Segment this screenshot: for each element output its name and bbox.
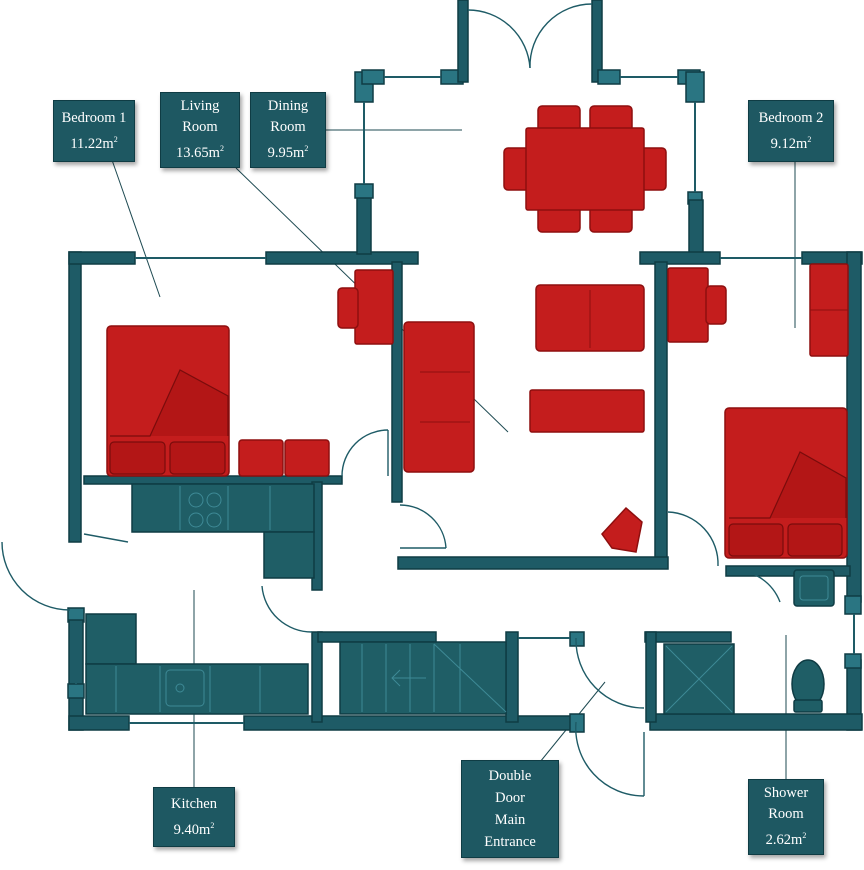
label-living-room-name: Living Room <box>180 98 220 136</box>
label-dining-room-area: 9.95m2 <box>267 144 309 161</box>
label-bedroom-2-name: Bedroom 2 <box>758 109 824 126</box>
label-kitchen: Kitchen 9.40m2 <box>153 787 235 847</box>
label-shower-room-area: 2.62m2 <box>765 831 807 848</box>
walls <box>67 0 863 733</box>
label-bedroom-1: Bedroom 1 11.22m2 <box>53 100 135 162</box>
label-main-entrance-name: Double Door Main Entrance <box>484 768 536 850</box>
label-bedroom-1-area: 11.22m2 <box>70 134 118 152</box>
label-kitchen-area: 9.40m2 <box>173 820 215 838</box>
dining-table-set <box>503 105 667 233</box>
shower-fixtures <box>663 569 835 715</box>
living-furniture <box>337 267 727 553</box>
label-main-entrance: Double Door Main Entrance <box>461 760 559 858</box>
label-shower-room: Shower Room 2.62m2 <box>748 779 824 855</box>
doors <box>1 3 781 797</box>
label-bedroom-2: Bedroom 2 9.12m2 <box>748 100 834 162</box>
label-dining-room: Dining Room 9.95m2 <box>250 92 326 168</box>
label-kitchen-name: Kitchen <box>171 795 217 812</box>
bedroom1-furniture <box>106 325 330 477</box>
label-living-room: Living Room 13.65m2 <box>160 92 240 168</box>
label-shower-room-name: Shower Room <box>763 785 809 823</box>
windows <box>75 76 855 724</box>
label-dining-room-name: Dining Room <box>267 98 309 136</box>
label-bedroom-2-area: 9.12m2 <box>770 134 812 152</box>
bedroom2-furniture <box>724 263 849 559</box>
staircase <box>339 641 507 715</box>
kitchen-units <box>85 483 315 715</box>
label-bedroom-1-name: Bedroom 1 <box>61 109 127 126</box>
label-living-room-area: 13.65m2 <box>176 144 224 161</box>
